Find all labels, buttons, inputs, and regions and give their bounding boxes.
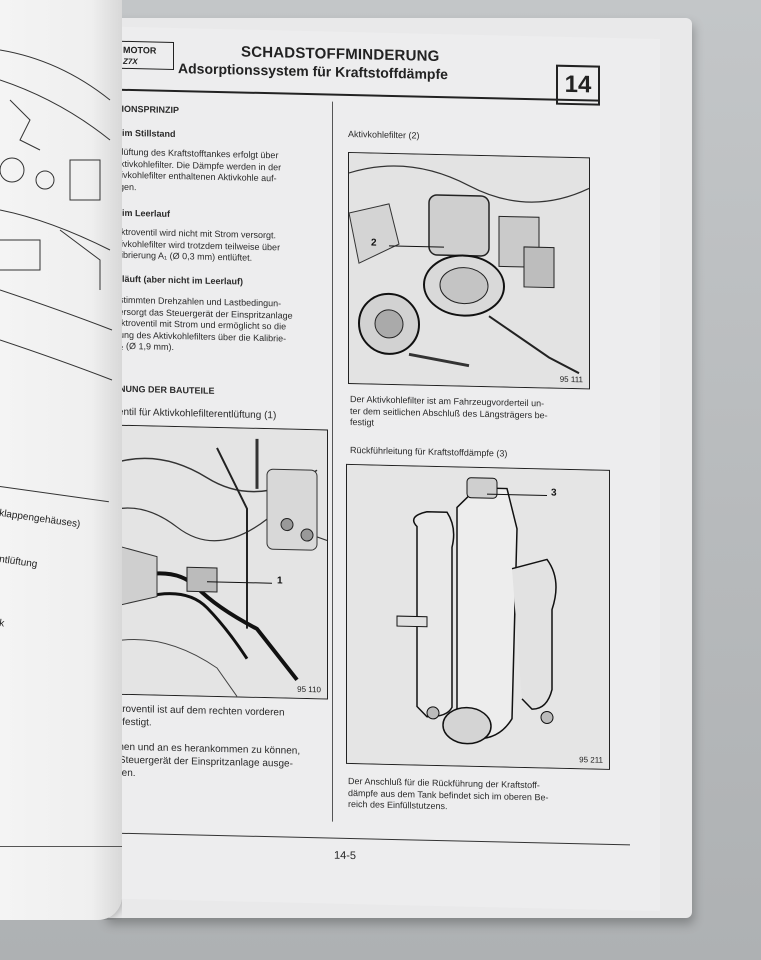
fig2-callout: 2 [371,237,377,249]
canister-drawing [349,152,589,389]
tail-text: s sehen und an es herankommen zu können,… [100,740,300,784]
section-heading: TIONSPRINZIP [116,103,180,116]
motor-code: Z7X [123,56,138,67]
fig3-code: 95 211 [579,755,603,765]
manual-page: MOTOR Z7X SCHADSTOFFMINDERUNG Adsorption… [86,26,660,912]
left-page-bottom-rule [0,846,122,847]
fig2-caption: Der Aktivkohlefilter ist am Fahrzeugvord… [350,394,548,433]
page-number: 14-5 [334,849,357,863]
sub3-heading: r läuft (aber nicht im Leerlauf) [116,273,244,287]
fig1-callout: 1 [277,575,283,587]
left-page-fragment-2: ntlüftung [0,554,39,571]
section2-heading: RDNUNG DER BAUTEILE [106,383,215,396]
after-fig1-text: Elektroventil ist auf dem rechten vorder… [100,702,285,732]
fig3-caption: Der Anschluß für die Rückführung der Kra… [348,776,548,815]
right-column: Aktivkohlefilter (2) 2 95 111 Der Ak [346,104,610,811]
sub2-heading: r im Leerlauf [116,207,171,219]
figure-filler-neck: 3 95 211 [346,463,610,770]
header-rule [114,88,600,102]
engine-bay-drawing [97,425,327,699]
sub2-text: lektroventil wird nicht mit Strom versor… [114,227,280,265]
left-page-fragment-1: klappengehäuses) [0,508,81,531]
left-column: TIONSPRINZIP r im Stillstand ntlüftung d… [86,98,330,779]
fig3-callout: 3 [551,487,557,499]
sub3-text: estimmten Drehzahlen und Lastbedingun- v… [114,295,293,357]
fig3-heading: Rückführleitung für Kraftstoffdämpfe (3) [350,444,508,459]
motor-label: MOTOR [123,44,157,56]
left-facing-page: klappengehäuses) ntlüftung k [0,0,122,920]
fig1-code: 95 110 [297,684,321,695]
column-divider [332,101,333,822]
filler-neck-drawing [347,464,609,769]
sub1-heading: r im Stillstand [116,127,176,140]
sub1-text: ntlüftung des Kraftstofftankes erfolgt ü… [114,147,281,197]
figure-electrovalve: 1 95 110 [96,424,328,700]
figure-carbon-canister: 2 95 111 [348,151,590,390]
footer-rule [86,832,630,846]
left-page-fragment-3: k [0,618,5,630]
fig1-heading: roventil für Aktivkohlefilterentlüftung … [104,406,277,422]
fig2-heading: Aktivkohlefilter (2) [348,128,420,141]
left-page-rule [0,486,109,503]
fig2-code: 95 111 [559,374,583,385]
motor-box: MOTOR Z7X [114,40,174,70]
left-page-drawing [0,49,113,381]
